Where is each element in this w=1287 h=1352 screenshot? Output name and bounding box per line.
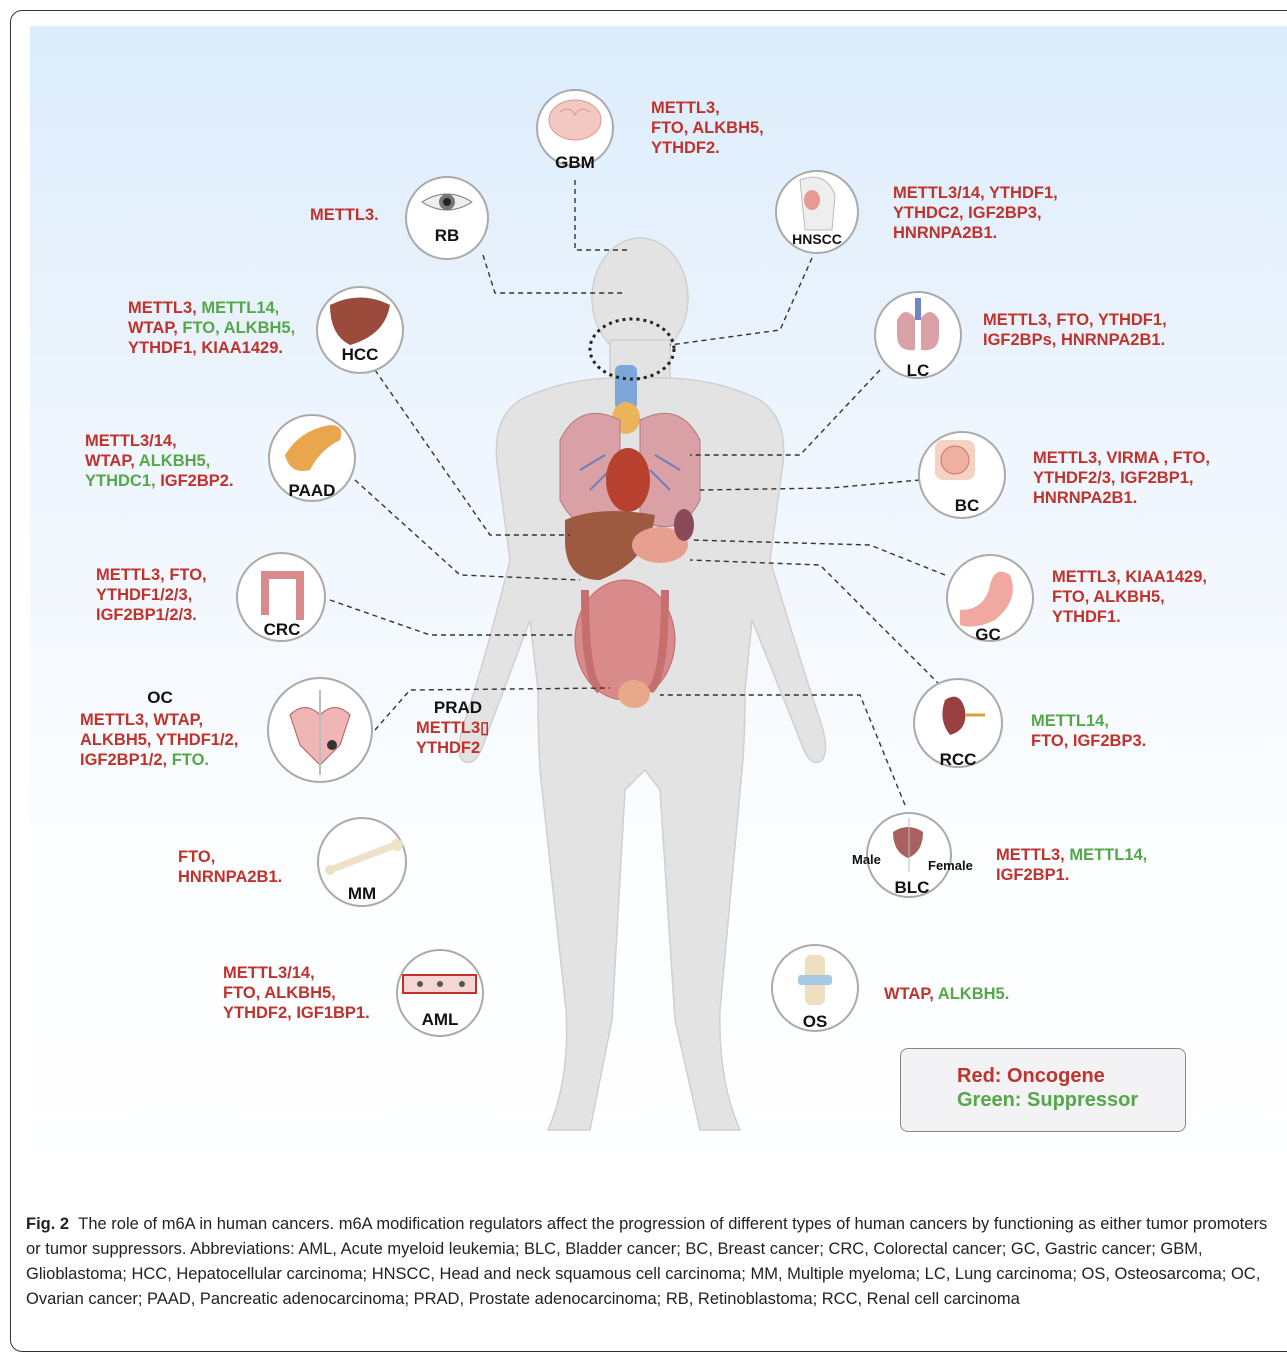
rcc-genes: METTL14,FTO, IGF2BP3. xyxy=(1031,711,1146,751)
legend-suppressor: Green: Suppressor xyxy=(957,1089,1138,1112)
blc-genes: METTL3, METTL14, IGF2BP1. xyxy=(996,845,1147,885)
bc-label: BC xyxy=(927,496,1007,516)
head-neck-icon xyxy=(800,177,835,230)
gbm-genes: METTL3,FTO, ALKBH5,YTHDF2. xyxy=(651,98,764,158)
aml-genes: METTL3/14,FTO, ALKBH5,YTHDF2, IGF1BP1. xyxy=(223,963,370,1023)
os-label: OS xyxy=(775,1012,855,1032)
hcc-label: HCC xyxy=(320,345,400,365)
gc-genes: METTL3, KIAA1429,FTO, ALKBH5,YTHDF1. xyxy=(1052,567,1207,627)
rb-label: RB xyxy=(407,226,487,246)
hnscc-label: HNSCC xyxy=(777,231,857,247)
lc-genes: METTL3, FTO, YTHDF1,IGF2BPs, HNRNPA2B1. xyxy=(983,310,1167,350)
rcc-label: RCC xyxy=(918,750,998,770)
legend: Red: Oncogene Green: Suppressor xyxy=(900,1048,1186,1132)
blood-vessel-icon xyxy=(403,975,476,993)
mm-label: MM xyxy=(322,884,402,904)
aml-label: AML xyxy=(400,1010,480,1030)
oc-genes: METTL3, WTAP, ALKBH5, YTHDF1/2, IGF2BP1/… xyxy=(80,710,238,770)
hnscc-genes: METTL3/14, YTHDF1,YTHDC2, IGF2BP3,HNRNPA… xyxy=(893,183,1058,243)
blc-label: BLC xyxy=(872,878,952,898)
breast-icon xyxy=(935,440,975,480)
crc-genes: METTL3, FTO,YTHDF1/2/3,IGF2BP1/2/3. xyxy=(96,565,207,625)
gc-label: GC xyxy=(948,625,1028,645)
prad-label: PRAD xyxy=(418,698,498,718)
prad-genes: METTL3▯YTHDF2 xyxy=(416,718,489,758)
lc-label: LC xyxy=(878,361,958,381)
paad-genes: METTL3/14, WTAP, ALKBH5, YTHDC1, IGF2BP2… xyxy=(85,431,234,491)
brain-icon xyxy=(549,100,601,140)
blc-male-label: Male xyxy=(852,852,881,867)
crc-label: CRC xyxy=(242,620,322,640)
blc-female-label: Female xyxy=(928,858,973,873)
gbm-label: GBM xyxy=(535,153,615,173)
legend-oncogene: Red: Oncogene xyxy=(957,1065,1105,1088)
figure-caption: Fig. 2 The role of m6A in human cancers.… xyxy=(26,1212,1286,1312)
caption-text: The role of m6A in human cancers. m6A mo… xyxy=(26,1215,1267,1308)
caption-label: Fig. 2 xyxy=(26,1215,69,1233)
rb-genes: METTL3. xyxy=(310,205,379,225)
paad-label: PAAD xyxy=(272,481,352,501)
hcc-genes: METTL3, METTL14, WTAP, FTO, ALKBH5, YTHD… xyxy=(128,298,295,358)
bc-genes: METTL3, VIRMA , FTO,YTHDF2/3, IGF2BP1,HN… xyxy=(1033,448,1210,508)
os-genes: WTAP, ALKBH5. xyxy=(884,984,1009,1004)
mm-genes: FTO,HNRNPA2B1. xyxy=(178,847,282,887)
oc-label: OC xyxy=(120,688,200,708)
